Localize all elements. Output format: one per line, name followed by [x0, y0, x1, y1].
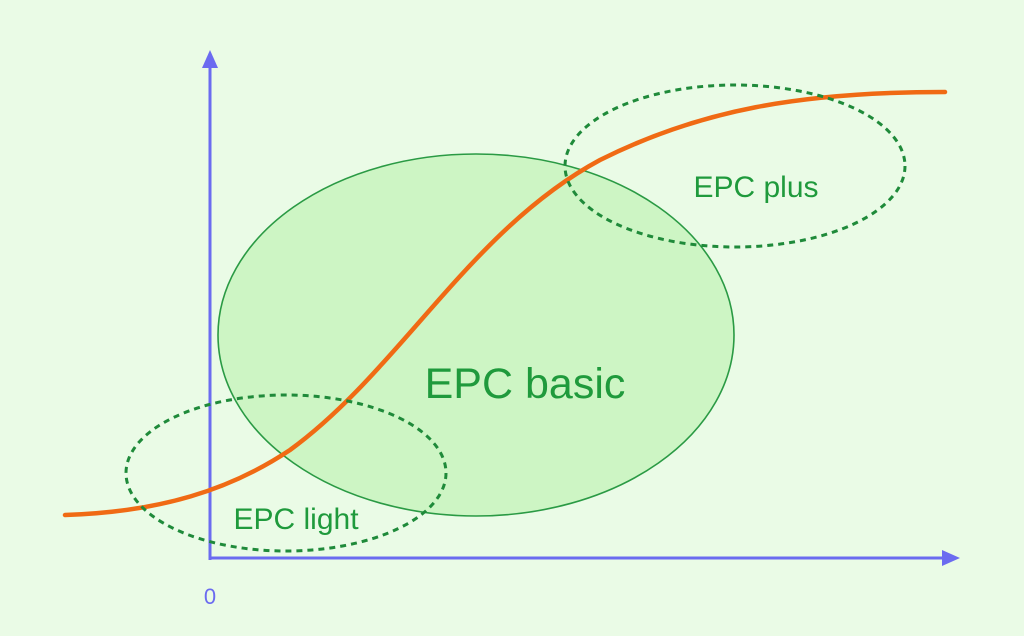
y-axis-arrowhead [202, 50, 218, 68]
epc-light-label: EPC light [233, 503, 359, 536]
s-curve [62, 89, 948, 518]
epc-plus-label: EPC plus [693, 171, 818, 204]
epc-light-region [124, 393, 448, 553]
epc-basic-region [217, 153, 735, 517]
epc-basic-label: EPC basic [425, 360, 626, 408]
origin-label: 0 [204, 584, 216, 609]
x-axis-arrowhead [942, 550, 960, 566]
epc-plus-region [563, 83, 907, 249]
axes [202, 50, 960, 566]
